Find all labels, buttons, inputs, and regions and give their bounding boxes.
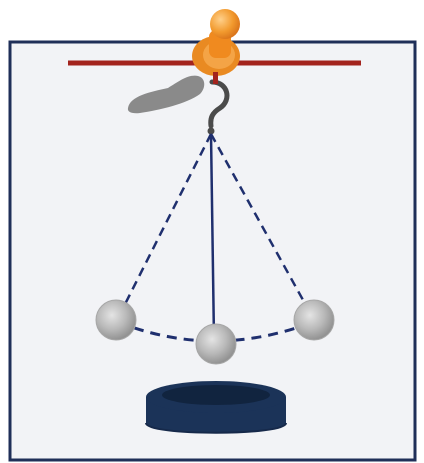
string-center bbox=[209, 133, 216, 341]
push-pin-icon bbox=[192, 9, 240, 84]
pin-head bbox=[210, 9, 240, 39]
base-ring bbox=[145, 381, 287, 434]
shoe-icon bbox=[127, 75, 205, 114]
bob-left bbox=[95, 299, 137, 341]
string-left-dashed bbox=[116, 133, 213, 319]
hook-icon bbox=[207, 79, 230, 135]
swing-arc bbox=[117, 320, 314, 343]
bob-right bbox=[293, 299, 335, 341]
bob-center bbox=[195, 323, 237, 365]
string-right-dashed bbox=[209, 133, 315, 319]
